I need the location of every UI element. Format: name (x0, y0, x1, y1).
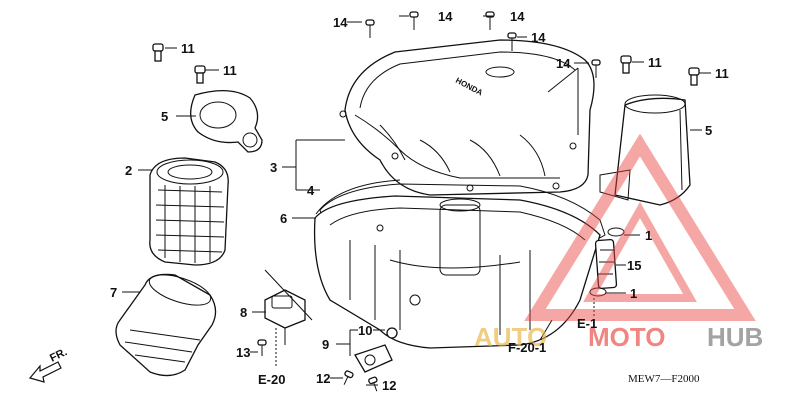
callout-labels: 14 14 14 14 14 11 11 11 11 5 5 2 3 4 6 7… (110, 9, 729, 393)
callout-11: 11 (648, 55, 662, 70)
front-label: FR. (48, 346, 69, 365)
intake-duct (599, 94, 691, 206)
leader-lines (122, 15, 711, 386)
callout-8: 8 (240, 305, 247, 320)
watermark: AUTO MOTO HUB (474, 133, 763, 352)
callout-14: 14 (438, 9, 453, 24)
callout-2: 2 (125, 163, 132, 178)
reference-labels: E-20 E-1 F-20-1 MEW7—F2000 (258, 316, 700, 387)
ref-e1: E-1 (577, 316, 597, 331)
intake-funnel (115, 273, 217, 377)
front-arrow-icon (28, 361, 62, 383)
iat-sensor (264, 289, 306, 345)
air-cleaner-case (313, 195, 601, 349)
drain-plug-assy (354, 327, 398, 373)
callout-12: 12 (382, 378, 396, 393)
ref-f201: F-20-1 (508, 340, 546, 355)
callout-3: 3 (270, 160, 277, 175)
watermark-triangle-inner (583, 201, 697, 302)
callout-14: 14 (556, 56, 571, 71)
callout-4: 4 (307, 183, 315, 198)
callout-1: 1 (630, 286, 637, 301)
callout-6: 6 (280, 211, 287, 226)
watermark-hub: HUB (707, 322, 763, 352)
callout-5: 5 (705, 123, 712, 138)
callout-9: 9 (322, 337, 329, 352)
drain-tube (589, 227, 625, 297)
watermark-moto: MOTO (588, 322, 666, 352)
callout-11: 11 (715, 66, 729, 81)
callout-14: 14 (510, 9, 525, 24)
air-filter-element (149, 157, 229, 266)
callout-15: 15 (627, 258, 641, 273)
callout-10: 10 (358, 323, 372, 338)
diagram-code: MEW7—F2000 (628, 373, 700, 385)
callout-1: 1 (645, 228, 652, 243)
callout-14: 14 (333, 15, 348, 30)
front-direction-arrow: FR. (28, 346, 69, 383)
callout-5: 5 (161, 109, 168, 124)
callout-11: 11 (223, 63, 237, 78)
air-cleaner-cover: HONDA (339, 39, 595, 196)
intake-flange (190, 90, 263, 153)
ref-e20: E-20 (258, 372, 285, 387)
watermark-auto: AUTO (474, 322, 547, 352)
callout-12: 12 (316, 371, 330, 386)
callout-7: 7 (110, 285, 117, 300)
watermark-triangle-outer (524, 133, 756, 321)
callout-11: 11 (181, 41, 195, 56)
callout-13: 13 (236, 345, 250, 360)
callout-14: 14 (531, 30, 546, 45)
